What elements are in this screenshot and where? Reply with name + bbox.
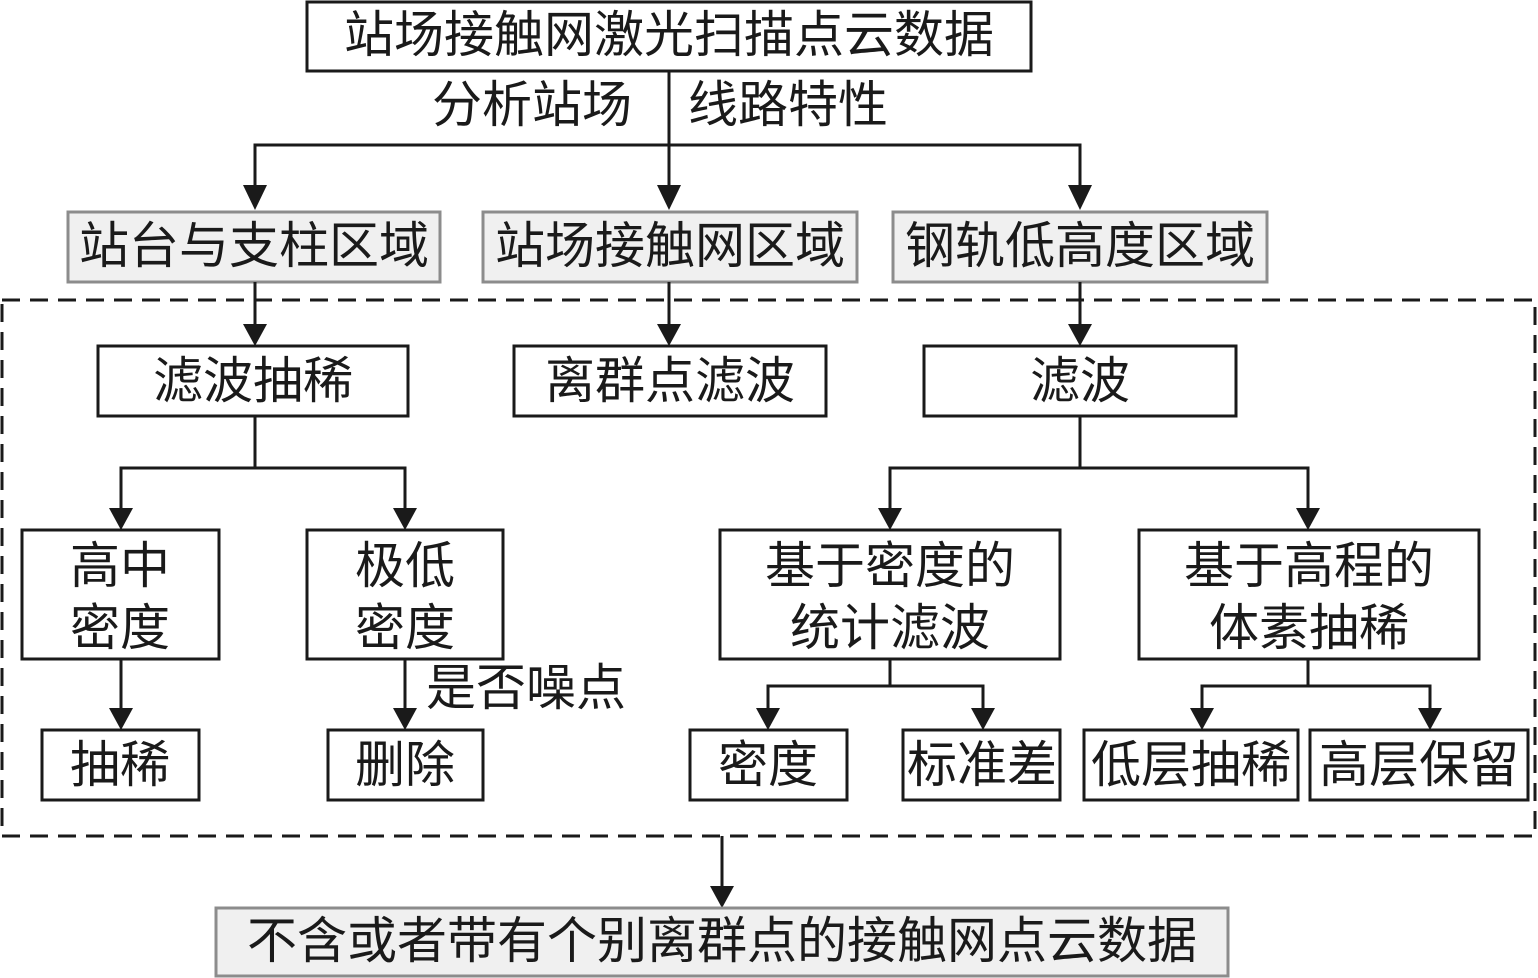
- arrow-icon: [971, 708, 995, 730]
- arrow-icon: [1190, 708, 1214, 730]
- branch-label-line2: 体素抽稀: [1209, 599, 1409, 657]
- leaf-label: 高层保留: [1319, 736, 1519, 794]
- arrow-icon: [1296, 508, 1320, 530]
- arrow-icon: [710, 886, 734, 908]
- arrow-icon: [878, 508, 902, 530]
- branch-label-line2: 统计滤波: [790, 599, 990, 657]
- branch-label-line1: 极低: [355, 537, 455, 595]
- region-label-catenary: 站场接触网区域: [495, 217, 845, 275]
- input-data-label: 站场接触网激光扫描点云数据: [344, 6, 994, 64]
- arrow-icon: [1068, 324, 1092, 346]
- leaf-box-high-layer: [1308, 728, 1530, 802]
- leaf-label: 低层抽稀: [1091, 736, 1291, 794]
- branch-box-voxel-thin: [1137, 528, 1481, 661]
- arrow-icon: [657, 324, 681, 346]
- leaf-box-density: [688, 728, 849, 802]
- leaf-label: 删除: [355, 736, 455, 794]
- arrow-icon: [109, 508, 133, 530]
- region-box-catenary: [481, 210, 859, 284]
- region-label-platform: 站台与支柱区域: [79, 217, 429, 275]
- leaf-box-delete: [326, 728, 485, 802]
- branch-label-line2: 密度: [355, 599, 455, 657]
- leaf-box-low-layer: [1082, 728, 1300, 802]
- branch-box-high-density: [20, 528, 221, 661]
- process-label-platform: 滤波抽稀: [153, 352, 353, 410]
- processing-container: [0, 298, 1537, 838]
- process-label-catenary: 离群点滤波: [545, 352, 795, 410]
- output-data-label: 不含或者带有个别离群点的接触网点云数据: [247, 912, 1197, 970]
- split-connector: [766, 684, 985, 712]
- branch-label-line1: 基于高程的: [1184, 537, 1434, 595]
- branch-label-line1: 基于密度的: [765, 537, 1015, 595]
- input-data-box: [305, 0, 1033, 73]
- analysis-label-left: 分析站场: [432, 76, 632, 134]
- split-connector: [888, 466, 1310, 512]
- edge-label-noise: 是否噪点: [426, 659, 626, 717]
- region-box-platform: [66, 210, 442, 284]
- split-connector: [119, 466, 407, 512]
- branch-label-line2: 密度: [70, 599, 170, 657]
- split-connector: [1200, 684, 1432, 712]
- arrow-icon: [243, 185, 267, 210]
- arrow-icon: [109, 708, 133, 730]
- arrow-icon: [243, 324, 267, 346]
- leaf-label: 密度: [718, 736, 818, 794]
- leaf-label: 抽稀: [70, 736, 170, 794]
- region-label-rail: 钢轨低高度区域: [905, 217, 1255, 275]
- process-box-platform: [96, 344, 410, 418]
- process-box-catenary: [512, 344, 828, 418]
- arrow-icon: [393, 708, 417, 730]
- process-box-rail: [922, 344, 1238, 418]
- branch-box-density-filter: [718, 528, 1062, 661]
- branch-box-low-density: [305, 528, 505, 661]
- leaf-box-thin: [40, 728, 201, 802]
- branch-label-line1: 高中: [70, 537, 170, 595]
- arrow-icon: [756, 708, 780, 730]
- arrow-icon: [393, 508, 417, 530]
- output-data-box: [214, 906, 1230, 978]
- leaf-box-std: [901, 728, 1062, 802]
- process-label-rail: 滤波: [1030, 352, 1130, 410]
- leaf-label: 标准差: [907, 736, 1057, 794]
- analysis-label-right: 线路特性: [688, 76, 888, 134]
- arrow-icon: [1068, 185, 1092, 210]
- arrow-icon: [657, 185, 681, 210]
- arrow-icon: [1418, 708, 1442, 730]
